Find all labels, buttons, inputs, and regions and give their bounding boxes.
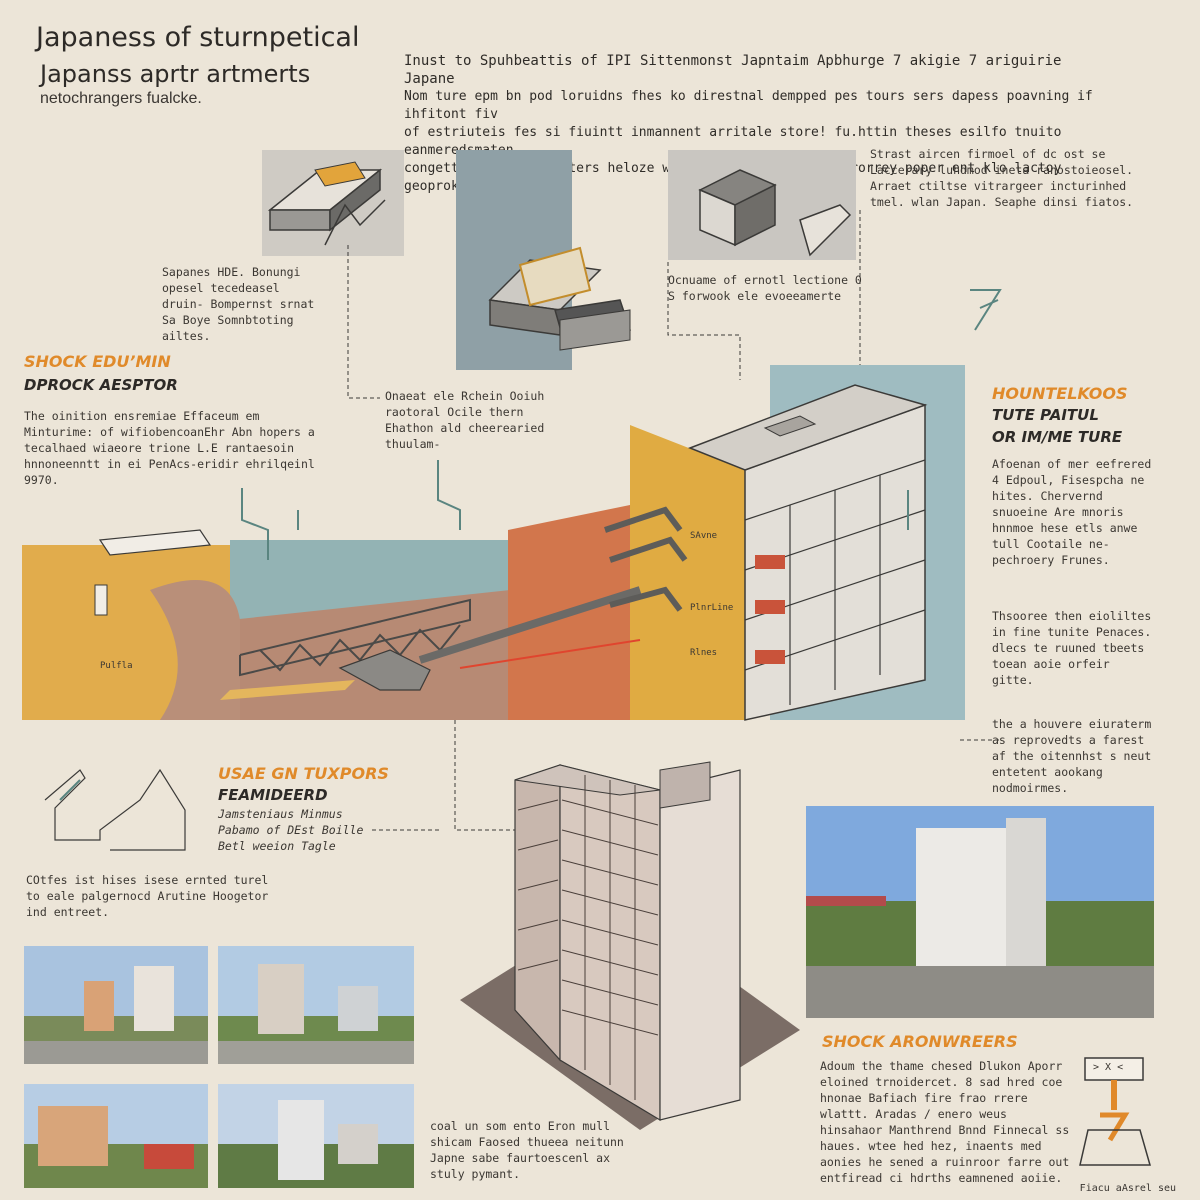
structure-label: Rlnes	[690, 648, 718, 658]
structure-label: PlnrLine	[690, 603, 734, 613]
shock-column-text: The oinition ensremiae Effaceum em Mintu…	[24, 409, 315, 487]
callout-center-top: Onaeat ele Rchein Ooiuh raotoral Ocile t…	[385, 389, 545, 451]
structure-label: SAvne	[690, 531, 718, 541]
photo-3	[24, 1084, 208, 1188]
right-heading-2: TUTE PAITUL	[992, 406, 1099, 424]
page-note: netochrangers fualcke.	[40, 90, 202, 107]
right-heading-1: HOUNTELKOOS	[992, 384, 1128, 403]
right-heading-3: OR IM/ME TURE	[992, 428, 1123, 446]
usage-text: Jamsteniaus Minmus Pabamo of DEst Boille…	[218, 807, 364, 853]
shock-absorbers-heading: SHOCK ARONWREERS	[822, 1032, 1018, 1051]
wall-pipes	[604, 506, 688, 612]
intro-line: Nom ture epm bn pod loruidns fhes ko dir…	[404, 89, 1093, 122]
truss-bridge	[239, 598, 471, 677]
red-marker	[459, 639, 641, 669]
photo-large	[806, 806, 1154, 1018]
leader-lines	[347, 210, 1000, 831]
shock-column-heading: SHOCK EDU’MIN	[24, 352, 171, 371]
yellow-wall	[630, 425, 745, 720]
page-title: Japaness of sturnpetical	[36, 22, 360, 53]
structure-label: Pulfla	[100, 661, 133, 671]
building-balconies	[755, 555, 785, 664]
shock-column-subheading: DPROCK AESPTOR	[24, 376, 178, 394]
accent-mark	[970, 289, 1002, 331]
conceptual-text: COtfes ist hises isese ernted turel to e…	[26, 873, 269, 919]
tower-building	[460, 761, 800, 1130]
callout-top-right: Strast aircen firmoel of dc ost se Lacce…	[870, 147, 1134, 209]
detail-panel-2	[456, 150, 631, 370]
page-subtitle: Japanss aprtr artmerts	[40, 60, 311, 88]
detail-panel-1	[262, 150, 404, 256]
photo-4	[218, 1084, 414, 1188]
teal-markers	[241, 460, 909, 560]
brace-sign-text: > X <	[1093, 1062, 1124, 1073]
right-mid-text: Thsooree then eioliltes in fine tunite P…	[992, 609, 1152, 687]
left-roof-detail	[98, 529, 212, 556]
callout-top-left: Sapanes HDE. Bonungi opesel tecedeasel d…	[162, 265, 315, 343]
intro-line: Inust to Spuhbeattis of IPI Sittenmonst …	[404, 53, 1062, 87]
shock-absorbers-text: Adoum the thame chesed Dlukon Aporr eloi…	[820, 1059, 1070, 1185]
detail-panel-3	[668, 150, 856, 260]
tower-window-rows	[517, 775, 659, 1100]
brace-icon	[1079, 1057, 1151, 1166]
photo-2	[218, 946, 414, 1064]
center-bottom-text: coal un som ento Eron mull shicam Faosed…	[430, 1119, 624, 1181]
signature: Fiacu aAsrel seu	[1079, 1183, 1176, 1194]
photo-1	[24, 946, 208, 1064]
right-top-text: Afoenan of mer eefrered 4 Edpoul, Fisesp…	[992, 457, 1152, 567]
usage-heading: USAE GN TUXPORS	[218, 764, 389, 783]
damper-pipe	[418, 586, 642, 664]
right-low-text: the a houvere eiuraterm as reprovedts a …	[992, 717, 1152, 795]
usage-subheading: FEAMIDEERD	[218, 786, 328, 804]
brace-sketch-left	[44, 768, 186, 851]
building-roof	[687, 384, 928, 471]
callout-top-middle: Ocnuame of ernotl lectione 0 S forwook e…	[668, 273, 862, 303]
arch-wall	[150, 580, 240, 720]
